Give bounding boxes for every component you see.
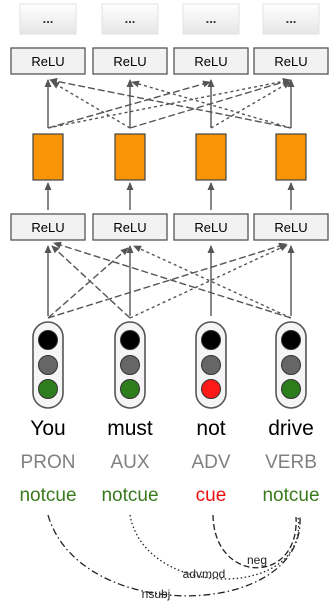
cross-arrow-3-0 [53, 241, 292, 319]
arc-advmod [129, 514, 300, 580]
traffic-light-top-3 [281, 330, 301, 350]
arc-neg [212, 514, 297, 569]
relu-upper-label-3: ReLU [274, 54, 307, 69]
traffic-light-2 [195, 321, 227, 409]
token-2: not [196, 417, 226, 440]
traffic-light-bottom-2 [201, 379, 221, 399]
relu-lower-1 [92, 213, 168, 241]
token-3: drive [268, 417, 314, 440]
cross-arrow-up-3-0 [49, 77, 292, 129]
relu-lower-0 [10, 213, 86, 241]
traffic-light-3 [275, 321, 307, 409]
traffic-light-top-2 [201, 330, 221, 350]
cross-arrow-0-1 [47, 247, 129, 319]
hidden-unit-0 [32, 133, 64, 181]
pos-tag-0: PRON [20, 452, 76, 473]
hidden-unit-1 [114, 133, 146, 181]
relu-lower-label-0: ReLU [31, 220, 64, 235]
arc-label-nsubj: nsubj [141, 587, 171, 601]
relu-lower-label-1: ReLU [113, 220, 146, 235]
cue-label-2: cue [195, 485, 227, 506]
traffic-light-middle-1 [120, 355, 140, 375]
traffic-light-middle-2 [201, 355, 221, 375]
output-box-3 [262, 3, 320, 35]
cross-arrow-1-0 [51, 245, 131, 319]
output-box-text-0: ... [43, 11, 54, 26]
relu-upper-label-2: ReLU [194, 54, 227, 69]
output-box-2 [182, 3, 240, 35]
hidden-unit-3 [275, 133, 307, 181]
traffic-light-bottom-1 [120, 379, 140, 399]
cross-arrow-1-3 [129, 244, 288, 319]
traffic-light-bottom-0 [38, 379, 58, 399]
pos-tag-2: ADV [191, 452, 231, 473]
hidden-unit-2 [195, 133, 227, 181]
arc-nsubj [47, 514, 301, 597]
relu-upper-1 [92, 47, 168, 75]
relu-lower-3 [253, 213, 329, 241]
token-1: must [107, 417, 153, 440]
traffic-light-middle-0 [38, 355, 58, 375]
output-box-text-2: ... [206, 11, 217, 26]
cue-label-0: notcue [19, 485, 77, 506]
traffic-light-bottom-3 [281, 379, 301, 399]
output-box-text-1: ... [125, 11, 136, 26]
relu-upper-0 [10, 47, 86, 75]
output-box-0 [19, 3, 77, 35]
pos-tag-1: AUX [110, 452, 150, 473]
traffic-light-top-0 [38, 330, 58, 350]
relu-lower-label-3: ReLU [274, 220, 307, 235]
cross-arrow-up-0-3 [47, 77, 291, 129]
output-box-text-3: ... [286, 11, 297, 26]
cross-arrow-0-3 [47, 242, 287, 319]
relu-lower-2 [173, 213, 249, 241]
pos-tag-3: VERB [265, 452, 317, 473]
relu-upper-2 [173, 47, 249, 75]
arc-label-advmod: advmod [182, 567, 226, 581]
relu-upper-label-0: ReLU [31, 54, 64, 69]
traffic-light-1 [114, 321, 146, 409]
relu-lower-label-2: ReLU [194, 220, 227, 235]
cue-label-3: notcue [262, 485, 320, 506]
cross-arrow-3-1 [133, 245, 292, 319]
relu-upper-label-1: ReLU [113, 54, 146, 69]
arc-label-neg: neg [246, 553, 268, 567]
traffic-light-middle-3 [281, 355, 301, 375]
cross-arrow-up-1-0 [51, 81, 131, 129]
cross-arrow-up-2-3 [210, 81, 291, 129]
token-0: You [30, 417, 66, 440]
traffic-light-0 [32, 321, 64, 409]
traffic-light-top-1 [120, 330, 140, 350]
output-box-1 [101, 3, 159, 35]
cross-arrow-up-0-2 [47, 80, 211, 129]
relu-upper-3 [253, 47, 329, 75]
cue-label-1: notcue [101, 485, 159, 506]
